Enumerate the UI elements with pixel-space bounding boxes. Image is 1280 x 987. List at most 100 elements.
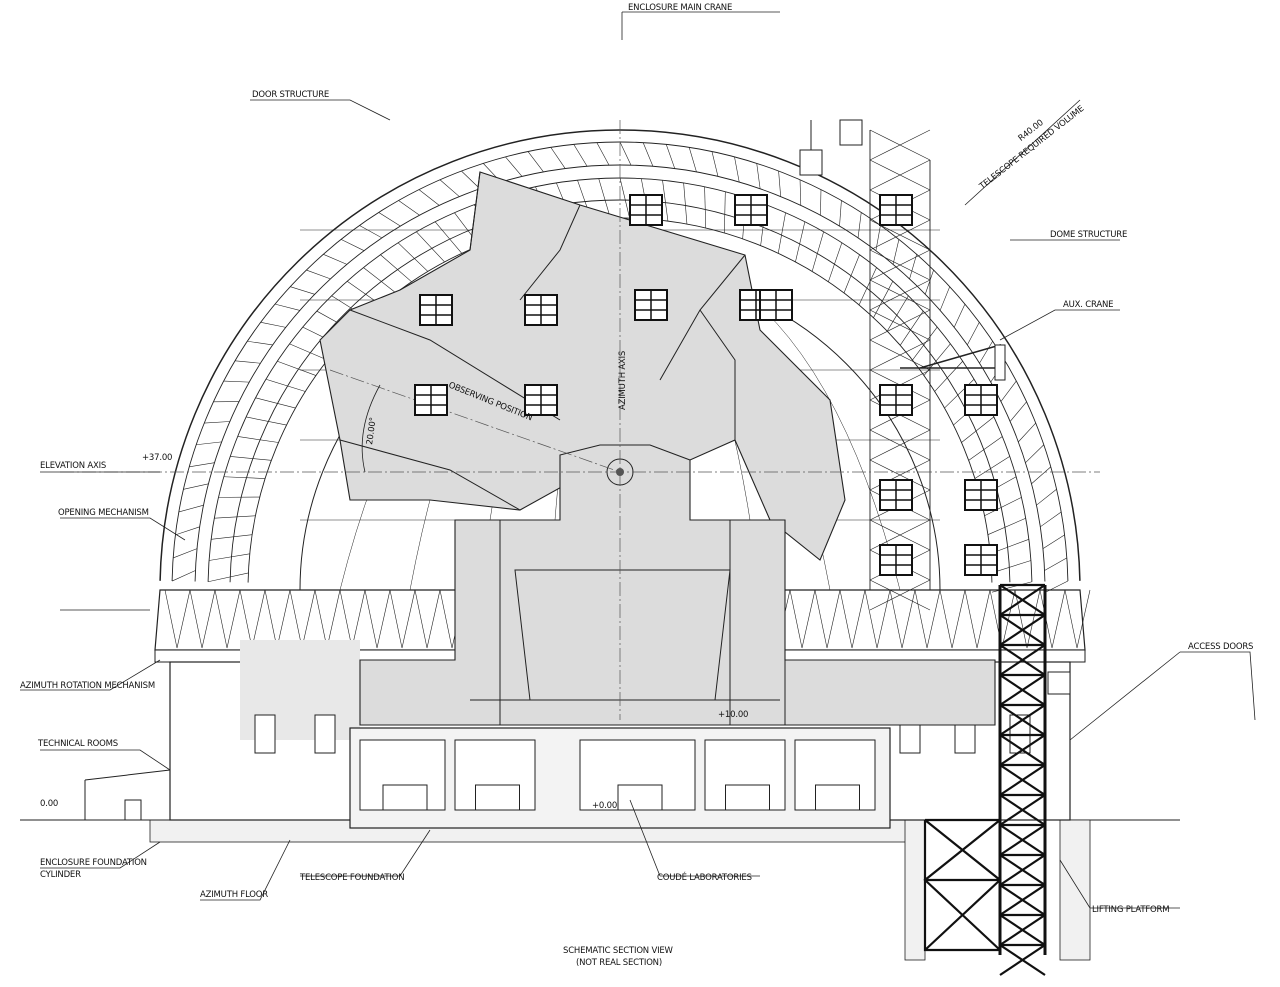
truss-member xyxy=(899,310,924,346)
ring-truss-member xyxy=(414,589,441,649)
truss-member xyxy=(857,212,862,238)
truss-member xyxy=(416,231,445,263)
label-telescope-required-volume: TELESCOPE REQUIRED VOLUME xyxy=(977,104,1086,192)
truss-member xyxy=(598,178,611,219)
truss-member xyxy=(968,436,1003,461)
truss-member xyxy=(1036,489,1057,506)
lift-brace xyxy=(999,733,1046,766)
truss-member xyxy=(211,534,253,540)
label-azimuth-floor: AZIMUTH FLOOR xyxy=(200,890,268,900)
access-door xyxy=(1047,671,1071,695)
lift-brace xyxy=(999,703,1046,736)
truss-member xyxy=(1031,466,1051,485)
truss-member xyxy=(811,231,824,272)
truss-member xyxy=(196,441,222,446)
lift-brace xyxy=(999,793,1046,826)
ring-truss-member xyxy=(264,589,291,649)
truss-member xyxy=(214,515,256,519)
truss-member xyxy=(795,221,806,263)
ring-truss-member xyxy=(389,589,416,649)
dome-window xyxy=(879,194,913,226)
dome-window xyxy=(879,479,913,511)
dome-window xyxy=(524,294,558,326)
lab-door xyxy=(725,784,770,811)
dome-window xyxy=(879,384,913,416)
ring-truss-member xyxy=(889,589,916,649)
drawing-subtitle: (NOT REAL SECTION) xyxy=(576,958,662,968)
truss-member xyxy=(505,156,523,177)
truss-member xyxy=(439,179,460,197)
window-mullion xyxy=(525,385,557,415)
ring-truss-member xyxy=(839,589,866,649)
truss-member xyxy=(1009,401,1027,422)
building-window xyxy=(254,714,276,754)
label-opening-mechanism: OPENING MECHANISM xyxy=(58,508,149,518)
label-elevation-axis: ELEVATION AXIS xyxy=(40,461,106,471)
label-azimuth-rotation-mechanism: AZIMUTH ROTATION MECHANISM xyxy=(20,681,155,691)
truss-member xyxy=(189,462,215,468)
ring-truss-member xyxy=(914,589,941,649)
dome-window xyxy=(734,194,768,226)
lift-brace xyxy=(999,673,1046,706)
window-mullion xyxy=(635,290,667,320)
truss-member xyxy=(843,254,860,294)
lab-door xyxy=(815,784,860,811)
truss-member xyxy=(1042,534,1065,549)
window-mullion xyxy=(965,545,997,575)
truss-member xyxy=(828,242,843,282)
dome-window xyxy=(634,289,668,321)
truss-member xyxy=(924,269,934,295)
dome-window xyxy=(629,194,663,226)
drawing-title: SCHEMATIC SECTION VIEW xyxy=(563,946,674,956)
truss-member xyxy=(966,322,980,346)
truss-member xyxy=(873,281,894,318)
aux-crane xyxy=(900,344,1006,381)
tower-brace xyxy=(869,129,931,161)
truss-member xyxy=(858,267,877,306)
truss-member xyxy=(380,254,412,283)
tower-brace xyxy=(869,339,931,371)
truss-member xyxy=(527,151,544,173)
truss-member xyxy=(550,147,566,169)
truss-member xyxy=(247,340,273,346)
telescope-mount xyxy=(359,444,996,726)
dome-window xyxy=(964,544,998,576)
truss-member xyxy=(255,397,296,409)
truss-member xyxy=(260,322,286,328)
truss-member xyxy=(378,212,401,227)
label-level-plus-0: +0.00 xyxy=(592,801,617,811)
truss-member xyxy=(991,581,1032,593)
building-window xyxy=(314,714,336,754)
truss-member xyxy=(886,295,909,332)
truss-member xyxy=(923,343,951,376)
truss-member xyxy=(274,303,300,311)
truss-member xyxy=(596,142,610,166)
truss-member xyxy=(991,560,1032,574)
truss-member xyxy=(1040,511,1062,528)
truss-member xyxy=(573,144,588,167)
lab-door xyxy=(475,784,520,811)
truss-member xyxy=(756,163,761,189)
truss-member xyxy=(230,456,272,461)
truss-member xyxy=(418,189,440,206)
ring-truss-member xyxy=(239,589,266,649)
dome-arc xyxy=(229,199,1011,583)
truss-member xyxy=(246,416,287,426)
lift-brace xyxy=(999,763,1046,796)
label-access-doors: ACCESS DOORS xyxy=(1188,642,1253,652)
truss-member xyxy=(290,286,315,295)
truss-member xyxy=(939,286,950,311)
truss-member xyxy=(892,239,900,265)
tower-brace xyxy=(869,579,931,611)
lift-brace xyxy=(999,853,1046,886)
truss-member xyxy=(340,239,365,251)
truss-member xyxy=(398,200,420,216)
window-mullion xyxy=(630,195,662,225)
dome-window xyxy=(964,384,998,416)
leader-lines xyxy=(20,11,1256,909)
ring-truss-member xyxy=(314,589,341,649)
ring-truss-member xyxy=(189,589,216,649)
tower-brace xyxy=(869,279,931,311)
truss-member xyxy=(711,151,719,177)
tower-brace xyxy=(869,429,931,461)
